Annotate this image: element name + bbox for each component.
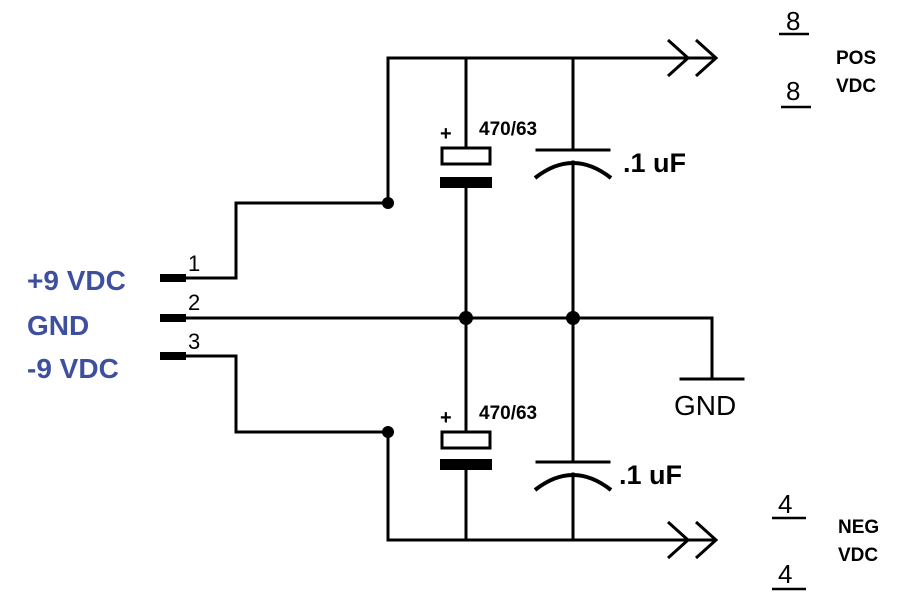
pos-arrow-outer-chevron [694,38,719,78]
connector: 1 2 3 +9 VDC GND -9 VDC [27,251,200,384]
pin3-label: -9 VDC [27,353,119,384]
cap-bot-elec-polarity: + [440,407,452,429]
ground-label: GND [674,390,736,421]
pin1-number: 1 [188,251,200,276]
wires [183,56,714,542]
capacitor-top-electrolytic: + 470/63 [440,119,537,188]
cap-bot-elec-positive-plate [440,430,492,450]
cap-top-elec-polarity: + [440,123,452,145]
pin3-stub [160,352,186,360]
pin2-stub [160,314,186,322]
pin1-stub [160,274,186,282]
cap-bot-cer-value: .1 uF [619,460,682,490]
pin2-number: 2 [188,290,200,315]
cap-bot-elec-negative-plate [440,459,492,470]
neg-pin-top: 4 [778,489,792,519]
pin1-label: +9 VDC [27,265,126,296]
wire-ground-bus [183,316,714,380]
wire-pin3 [183,354,390,434]
wire-neg-rail [386,430,714,542]
capacitor-bottom-ceramic: .1 uF [533,460,682,492]
neg-pin-bottom: 4 [778,559,792,589]
cap-top-elec-negative-plate [440,177,492,188]
junction-dot [459,311,473,325]
junction-dot [382,197,394,209]
neg-output: 4 4 NEG VDC [666,489,879,591]
pin2-label: GND [27,310,89,341]
wire-pin1 [183,201,390,280]
neg-arrow-outer-chevron [694,520,719,560]
cap-top-elec-value: 470/63 [479,119,537,140]
ground-symbol: GND [674,377,745,421]
pin3-number: 3 [188,329,200,354]
junction-dot [566,311,580,325]
pos-pin-bottom: 8 [786,76,800,106]
neg-arrow-inner-chevron [666,520,691,560]
wire-pos-rail [386,56,714,205]
pos-output: 8 8 POS VDC [666,6,876,109]
neg-label-line1: NEG [838,517,879,538]
junctions [382,197,580,438]
cap-top-elec-positive-plate [440,146,492,166]
junction-dot [382,426,394,438]
cap-top-cer-value: .1 uF [623,148,686,178]
capacitor-top-ceramic: .1 uF [533,148,686,180]
pos-arrow-inner-chevron [666,38,691,78]
cap-bot-elec-value: 470/63 [479,403,537,424]
pos-label-line2: VDC [836,76,876,97]
cap-bot-cer-curved-plate [533,473,613,492]
capacitor-bottom-electrolytic: + 470/63 [440,403,537,470]
pos-label-line1: POS [836,48,876,69]
pos-pin-top: 8 [786,6,800,36]
cap-top-cer-curved-plate [533,161,613,180]
neg-label-line2: VDC [838,545,878,566]
